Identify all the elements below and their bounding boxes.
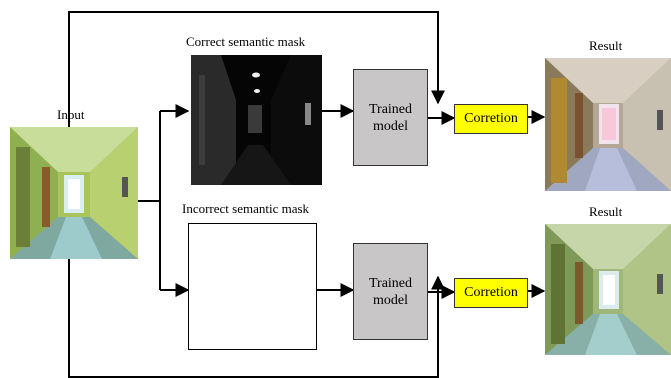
bypass-line-bottom [68, 259, 445, 378]
bypass-line-top [68, 11, 445, 127]
correct-mask-image [191, 55, 322, 185]
correction-block-bottom: Corretion [454, 278, 528, 308]
correction-bottom-label: Corretion [464, 285, 518, 300]
input-label: Input [57, 107, 85, 122]
result-bottom-label: Result [589, 204, 623, 219]
correction-block-top: Corretion [454, 104, 528, 134]
correction-top-label: Corretion [464, 111, 518, 126]
correct-mask-label: Correct semantic mask [186, 34, 306, 49]
incorrect-mask-label: Incorrect semantic mask [182, 201, 310, 216]
result-bottom-image [545, 224, 671, 355]
result-top-image [545, 58, 671, 191]
input-image [10, 127, 138, 259]
incorrect-mask-image [188, 223, 317, 350]
result-top-label: Result [589, 38, 623, 53]
